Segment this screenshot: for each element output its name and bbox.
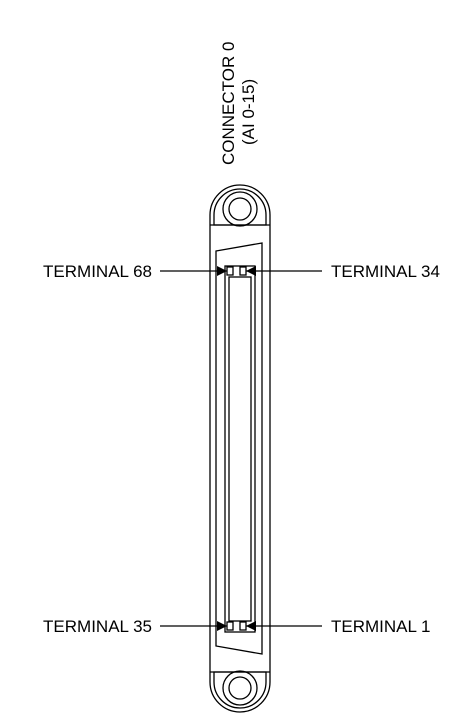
top-screw-ring [222, 191, 258, 227]
terminal-1-pad [239, 621, 247, 631]
label-terminal-35: TERMINAL 35 [43, 617, 152, 636]
connector-outer-shell [209, 184, 271, 713]
d-shell [215, 242, 263, 655]
bottom-screw-icon [228, 676, 252, 700]
pin-slot-inner [228, 276, 252, 622]
connector-title: CONNECTOR 0 (AI 0-15) [219, 42, 258, 165]
terminal-arrows [160, 266, 322, 631]
terminal-34-pad [239, 266, 247, 276]
top-screw-icon [228, 197, 252, 221]
terminal-68-pad [226, 266, 234, 276]
bottom-screw-boss [213, 671, 267, 709]
label-terminal-34: TERMINAL 34 [331, 262, 440, 281]
label-terminal-1: TERMINAL 1 [331, 617, 431, 636]
connector-title-line2: (AI 0-15) [239, 79, 258, 145]
label-terminal-68: TERMINAL 68 [43, 262, 152, 281]
pin-slot-outer [224, 265, 256, 633]
bottom-screw-ring [222, 670, 258, 706]
top-screw-boss [213, 188, 267, 226]
terminal-35-pad [226, 621, 234, 631]
connector-body [209, 184, 271, 713]
connector-title-line1: CONNECTOR 0 [219, 42, 238, 165]
